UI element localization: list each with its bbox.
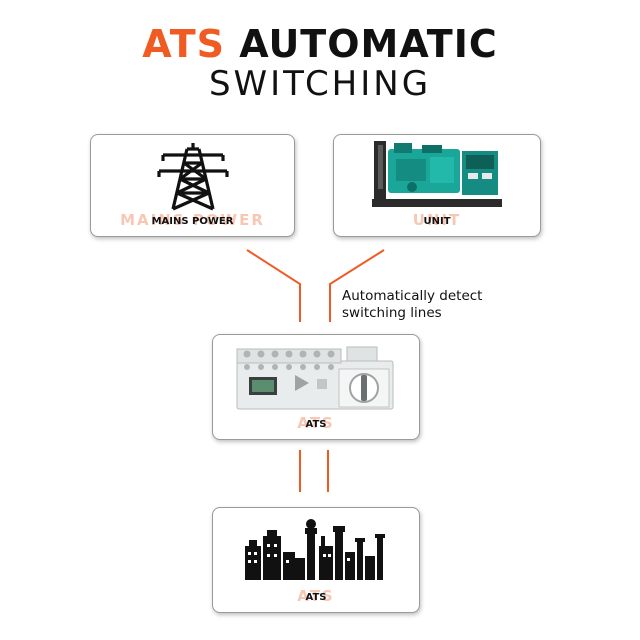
- load-ghost-text: ATS: [297, 587, 335, 605]
- unit-card: UNIT UNIT: [333, 134, 541, 237]
- ats-switch-device-icon: [236, 346, 394, 410]
- ats-label: ATS: [305, 419, 327, 430]
- unit-ghost-text: UNIT: [412, 211, 462, 229]
- load-label: ATS: [305, 592, 327, 603]
- transmission-tower-icon: [157, 143, 229, 211]
- mains-power-card: MAINS POWER MAINS POWER: [90, 134, 295, 237]
- connector-unit-to-ats: [329, 249, 385, 322]
- ats-ghost-text: ATS: [297, 414, 335, 432]
- title-line-2: SWITCHING: [208, 64, 432, 104]
- mains-power-ghost-text: MAINS POWER: [120, 211, 265, 229]
- load-card: ATS ATS: [212, 507, 420, 613]
- note-line-1: Automatically detect: [342, 288, 483, 304]
- note-line-2: switching lines: [342, 305, 442, 321]
- city-skyline-icon: [245, 519, 385, 580]
- title-line-1: ATS AUTOMATIC: [0, 22, 640, 66]
- ats-card: ATS ATS: [212, 334, 420, 440]
- generator-set-icon: [372, 141, 502, 207]
- auto-detect-note: Automatically detect switching lines: [342, 288, 482, 322]
- title-accent: ATS: [142, 22, 225, 66]
- mains-power-label: MAINS POWER: [151, 216, 234, 227]
- unit-label: UNIT: [423, 216, 451, 227]
- connector-mains-to-ats: [246, 249, 301, 322]
- title-rest: AUTOMATIC: [224, 22, 498, 66]
